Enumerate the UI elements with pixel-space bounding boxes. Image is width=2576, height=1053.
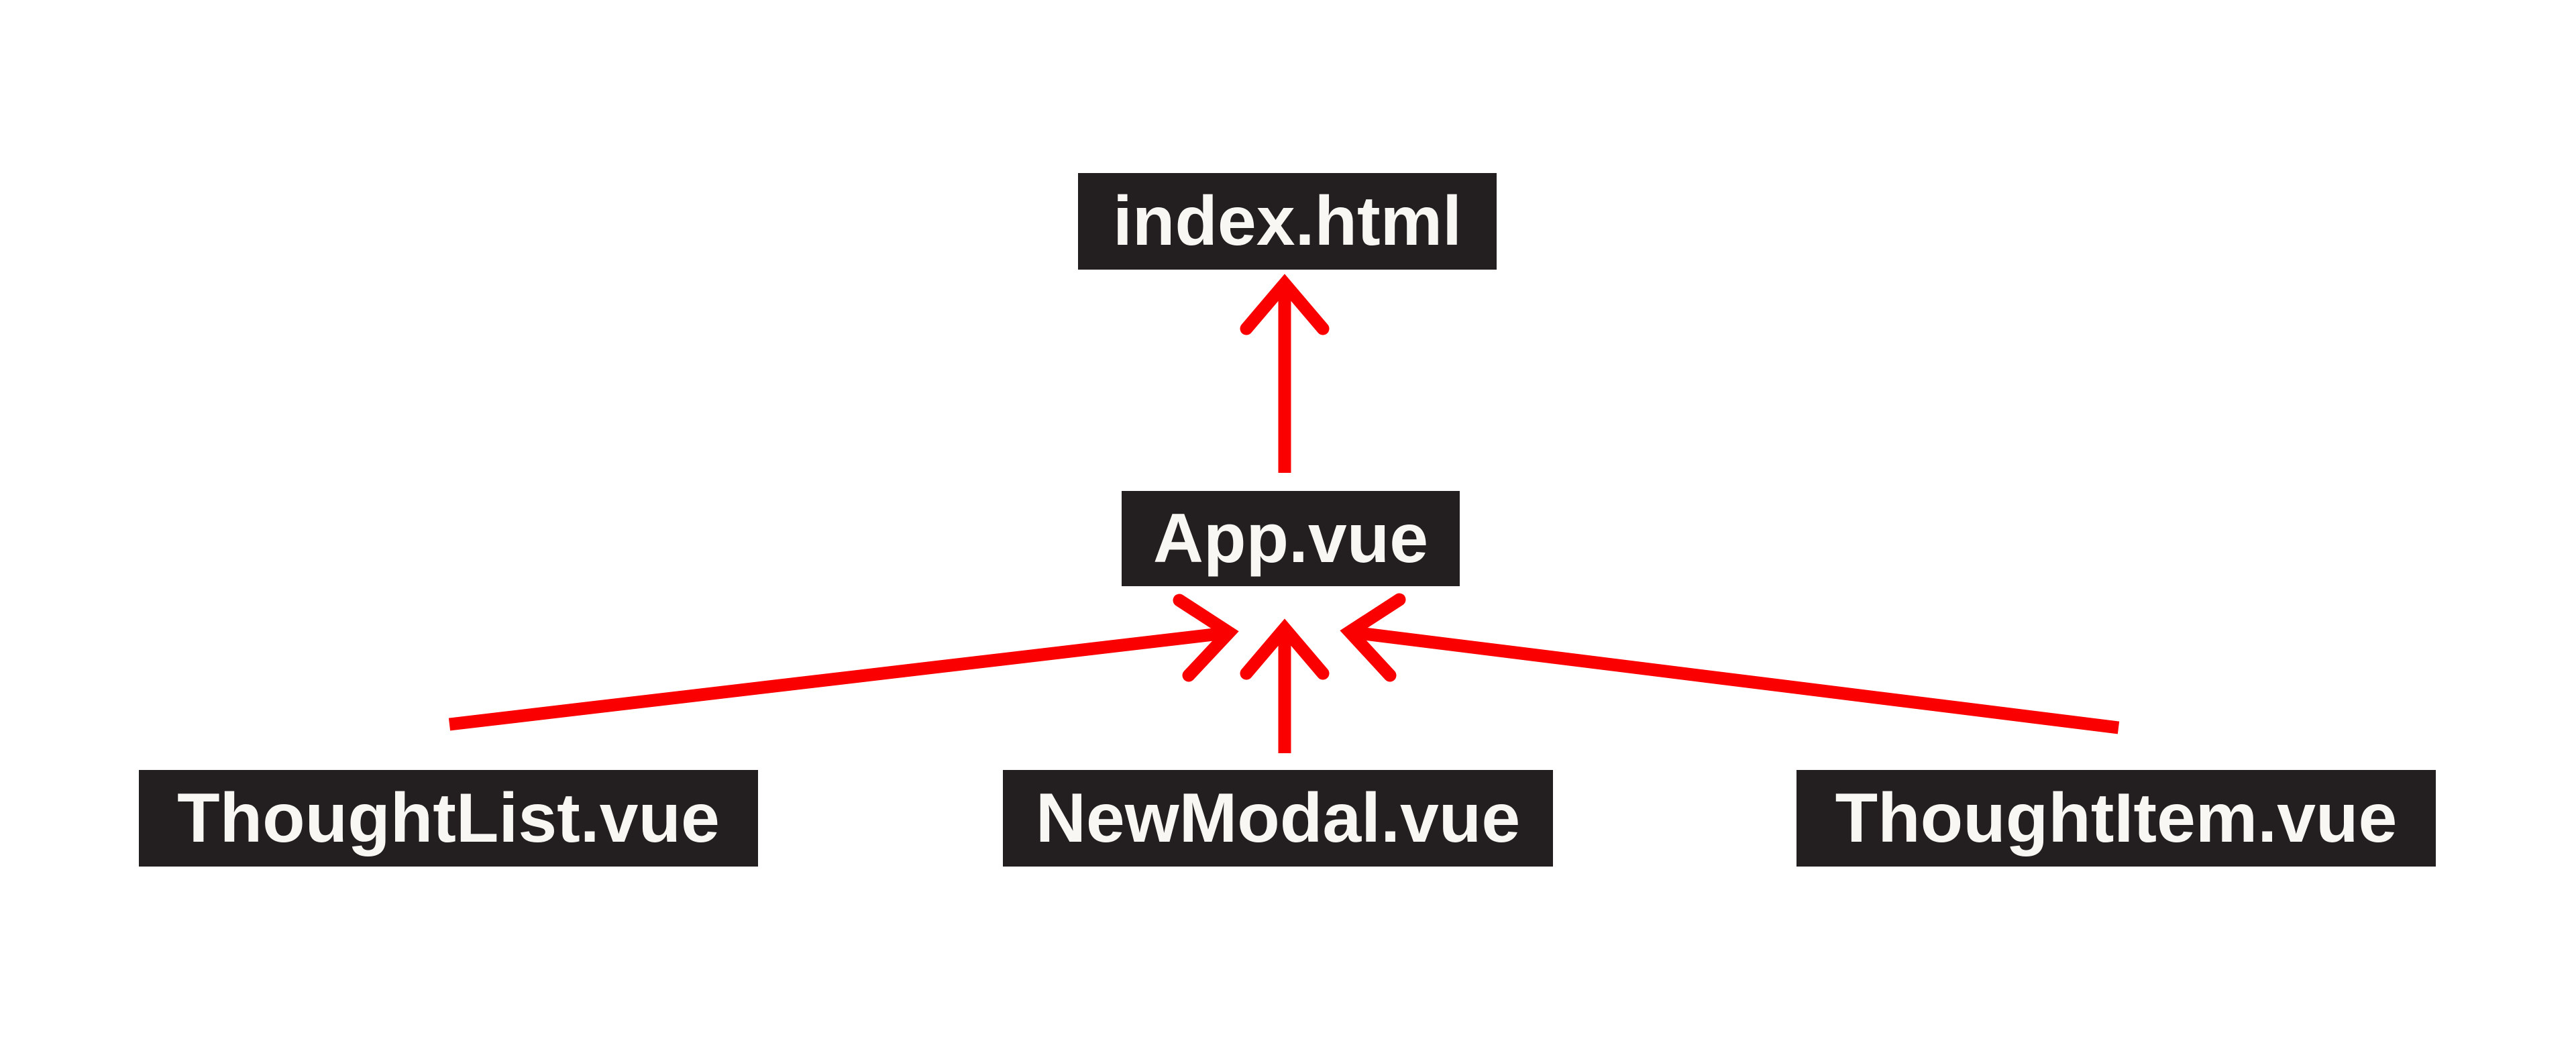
arrow-newmodal-to-app [1240, 618, 1330, 753]
arrow-thoughtlist-to-app [448, 594, 1239, 731]
arrow-app-to-index [1240, 274, 1330, 473]
node-label: index.html [1112, 182, 1462, 260]
arrow-thoughtitem-to-app [1340, 593, 2120, 734]
node-newmodal-vue: NewModal.vue [1003, 770, 1553, 867]
node-index-html: index.html [1078, 173, 1497, 270]
node-label: NewModal.vue [1035, 779, 1521, 857]
node-thoughtitem-vue: ThoughtItem.vue [1796, 770, 2436, 867]
node-thoughtlist-vue: ThoughtList.vue [139, 770, 758, 867]
node-app-vue: App.vue [1122, 491, 1460, 586]
node-label: ThoughtList.vue [177, 779, 720, 857]
node-label: App.vue [1152, 500, 1429, 577]
node-label: ThoughtItem.vue [1835, 779, 2398, 857]
